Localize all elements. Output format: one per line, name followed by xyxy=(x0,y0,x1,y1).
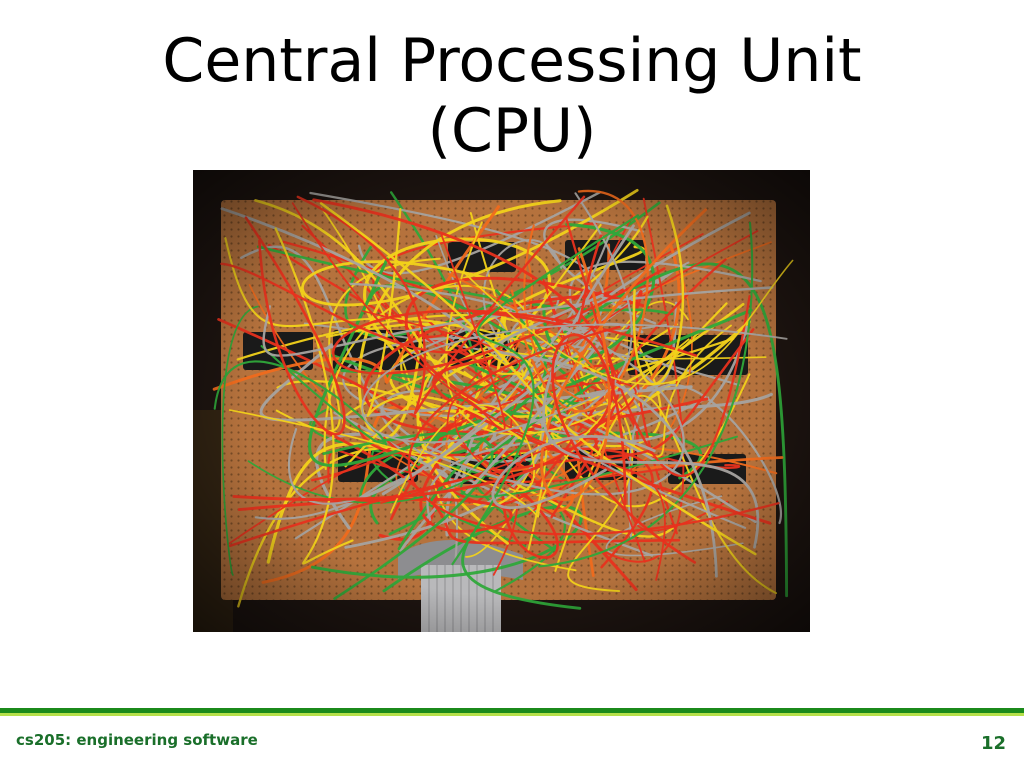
page-number: 12 xyxy=(980,733,1006,754)
footer-rule xyxy=(0,708,1024,713)
footer-rule-accent xyxy=(0,713,1024,716)
footer-course-label: cs205: engineering software xyxy=(16,731,258,749)
cpu-board-illustration xyxy=(193,170,810,632)
slide-title: Central Processing Unit (CPU) xyxy=(0,26,1024,166)
photo-vignette xyxy=(193,170,810,632)
title-line-2: (CPU) xyxy=(427,96,597,166)
title-line-1: Central Processing Unit xyxy=(162,26,862,96)
cpu-board-photo xyxy=(193,170,810,632)
